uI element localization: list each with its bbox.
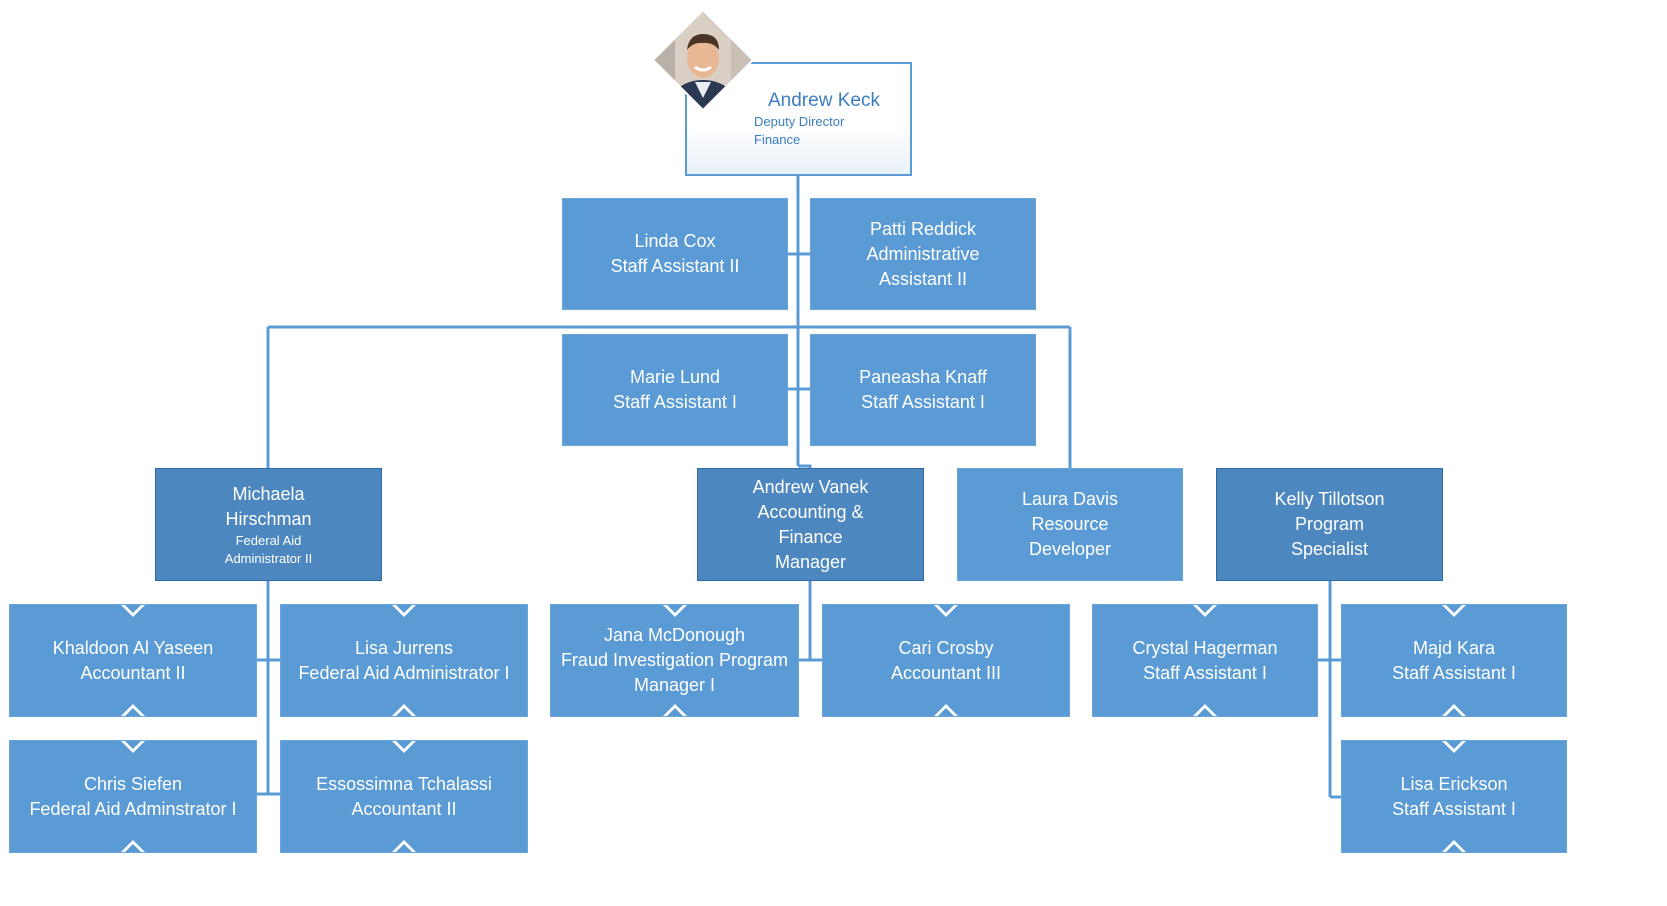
- node-name: Khaldoon Al Yaseen: [52, 637, 214, 658]
- node-patti-reddick[interactable]: Patti Reddick Administrative Assistant I…: [810, 198, 1036, 310]
- node-title: Manager: [774, 551, 847, 572]
- node-marie-lund[interactable]: Marie Lund Staff Assistant I: [562, 334, 788, 446]
- node-title: Assistant II: [878, 268, 968, 289]
- node-title: Manager I: [633, 675, 716, 695]
- top-node-name: Andrew Keck: [768, 90, 880, 111]
- node-title: Finance: [778, 526, 843, 547]
- chevron-down-icon: [661, 605, 688, 617]
- top-node-title-line: Deputy Director: [754, 114, 845, 129]
- node-name: Jana McDonough: [603, 625, 746, 645]
- chevron-down-icon: [1441, 605, 1467, 617]
- chevron-up-icon: [1441, 704, 1467, 716]
- node-laura-davis[interactable]: Laura Davis Resource Developer: [957, 468, 1183, 581]
- chevron-down-icon: [120, 605, 146, 617]
- node-lisa-erickson[interactable]: Lisa Erickson Staff Assistant I: [1341, 740, 1567, 853]
- node-name: Andrew Vanek: [752, 476, 869, 497]
- node-title: Staff Assistant I: [1392, 798, 1516, 819]
- node-name: Patti Reddick: [869, 218, 977, 239]
- chevron-up-icon: [120, 704, 146, 716]
- node-khaldoon-al-yaseen[interactable]: Khaldoon Al Yaseen Accountant II: [9, 604, 257, 717]
- chevron-up-icon: [1441, 840, 1467, 852]
- node-name: Marie Lund: [629, 367, 721, 387]
- node-title: Administrator II: [224, 550, 313, 566]
- chevron-down-icon: [391, 741, 417, 753]
- node-title: Developer: [1028, 539, 1112, 559]
- node-name: Paneasha Knaff: [859, 367, 987, 387]
- node-name: Chris Siefen: [83, 773, 183, 794]
- top-node-department: Finance: [754, 132, 801, 147]
- node-title: Administrative: [866, 243, 980, 264]
- chevron-down-icon: [933, 605, 959, 617]
- node-name: Michaela: [232, 483, 305, 504]
- node-title: Staff Assistant I: [1143, 662, 1267, 683]
- node-name: Linda Cox: [634, 231, 716, 251]
- chevron-up-icon: [933, 704, 959, 716]
- node-name: Crystal Hagerman: [1132, 637, 1278, 658]
- node-name: Kelly Tillotson: [1274, 489, 1385, 509]
- person-photo-icon: [653, 10, 753, 110]
- node-title: Fraud Investigation Program: [560, 650, 789, 670]
- node-name: Essossimna Tchalassi: [316, 773, 492, 794]
- node-paneasha-knaff[interactable]: Paneasha Knaff Staff Assistant I: [810, 334, 1036, 446]
- node-michaela-hirschman[interactable]: Michaela Hirschman Federal Aid Administr…: [155, 468, 382, 581]
- connector-to-vanek: [798, 464, 812, 468]
- chevron-up-icon: [391, 840, 417, 852]
- node-title: Specialist: [1290, 539, 1369, 559]
- node-name: Majd Kara: [1412, 637, 1496, 658]
- node-title: Accountant II: [80, 662, 186, 683]
- node-chris-siefen[interactable]: Chris Siefen Federal Aid Adminstrator I: [9, 740, 257, 853]
- node-essossimna-tchalassi[interactable]: Essossimna Tchalassi Accountant II: [280, 740, 528, 853]
- top-node-title: Deputy Director Finance: [754, 113, 844, 149]
- node-name: Laura Davis: [1021, 489, 1119, 509]
- node-title: Program: [1294, 514, 1365, 534]
- node-kelly-tillotson[interactable]: Kelly Tillotson Program Specialist: [1216, 468, 1443, 581]
- node-title: Staff Assistant I: [1392, 662, 1516, 683]
- node-title: Staff Assistant I: [613, 392, 737, 412]
- node-lisa-jurrens[interactable]: Lisa Jurrens Federal Aid Administrator I: [280, 604, 528, 717]
- node-name: Lisa Jurrens: [354, 637, 454, 658]
- node-title: Accountant II: [351, 798, 457, 819]
- node-linda-cox[interactable]: Linda Cox Staff Assistant II: [562, 198, 788, 310]
- node-majd-kara[interactable]: Majd Kara Staff Assistant I: [1341, 604, 1567, 717]
- chevron-down-icon: [391, 605, 417, 617]
- chevron-down-icon: [120, 741, 146, 753]
- node-name: Cari Crosby: [898, 637, 994, 658]
- chevron-up-icon: [661, 704, 688, 716]
- node-title: Accountant III: [890, 662, 1002, 683]
- node-title: Federal Aid Adminstrator I: [29, 798, 237, 819]
- node-title: Staff Assistant II: [610, 256, 740, 276]
- node-title: Federal Aid Administrator I: [298, 662, 510, 683]
- node-cari-crosby[interactable]: Cari Crosby Accountant III: [822, 604, 1070, 717]
- chevron-up-icon: [1192, 704, 1218, 716]
- chevron-up-icon: [120, 840, 146, 852]
- node-crystal-hagerman[interactable]: Crystal Hagerman Staff Assistant I: [1092, 604, 1318, 717]
- node-title: Resource: [1031, 514, 1109, 534]
- chevron-down-icon: [1441, 741, 1467, 753]
- node-name: Hirschman: [225, 508, 312, 529]
- node-title: Accounting &: [757, 501, 864, 522]
- node-name: Lisa Erickson: [1400, 773, 1508, 794]
- node-andrew-vanek[interactable]: Andrew Vanek Accounting & Finance Manage…: [697, 468, 924, 581]
- chevron-up-icon: [391, 704, 417, 716]
- node-title: Staff Assistant I: [861, 392, 985, 412]
- node-title: Federal Aid: [235, 532, 302, 548]
- node-jana-mcdonough[interactable]: Jana McDonough Fraud Investigation Progr…: [550, 604, 799, 717]
- chevron-down-icon: [1192, 605, 1218, 617]
